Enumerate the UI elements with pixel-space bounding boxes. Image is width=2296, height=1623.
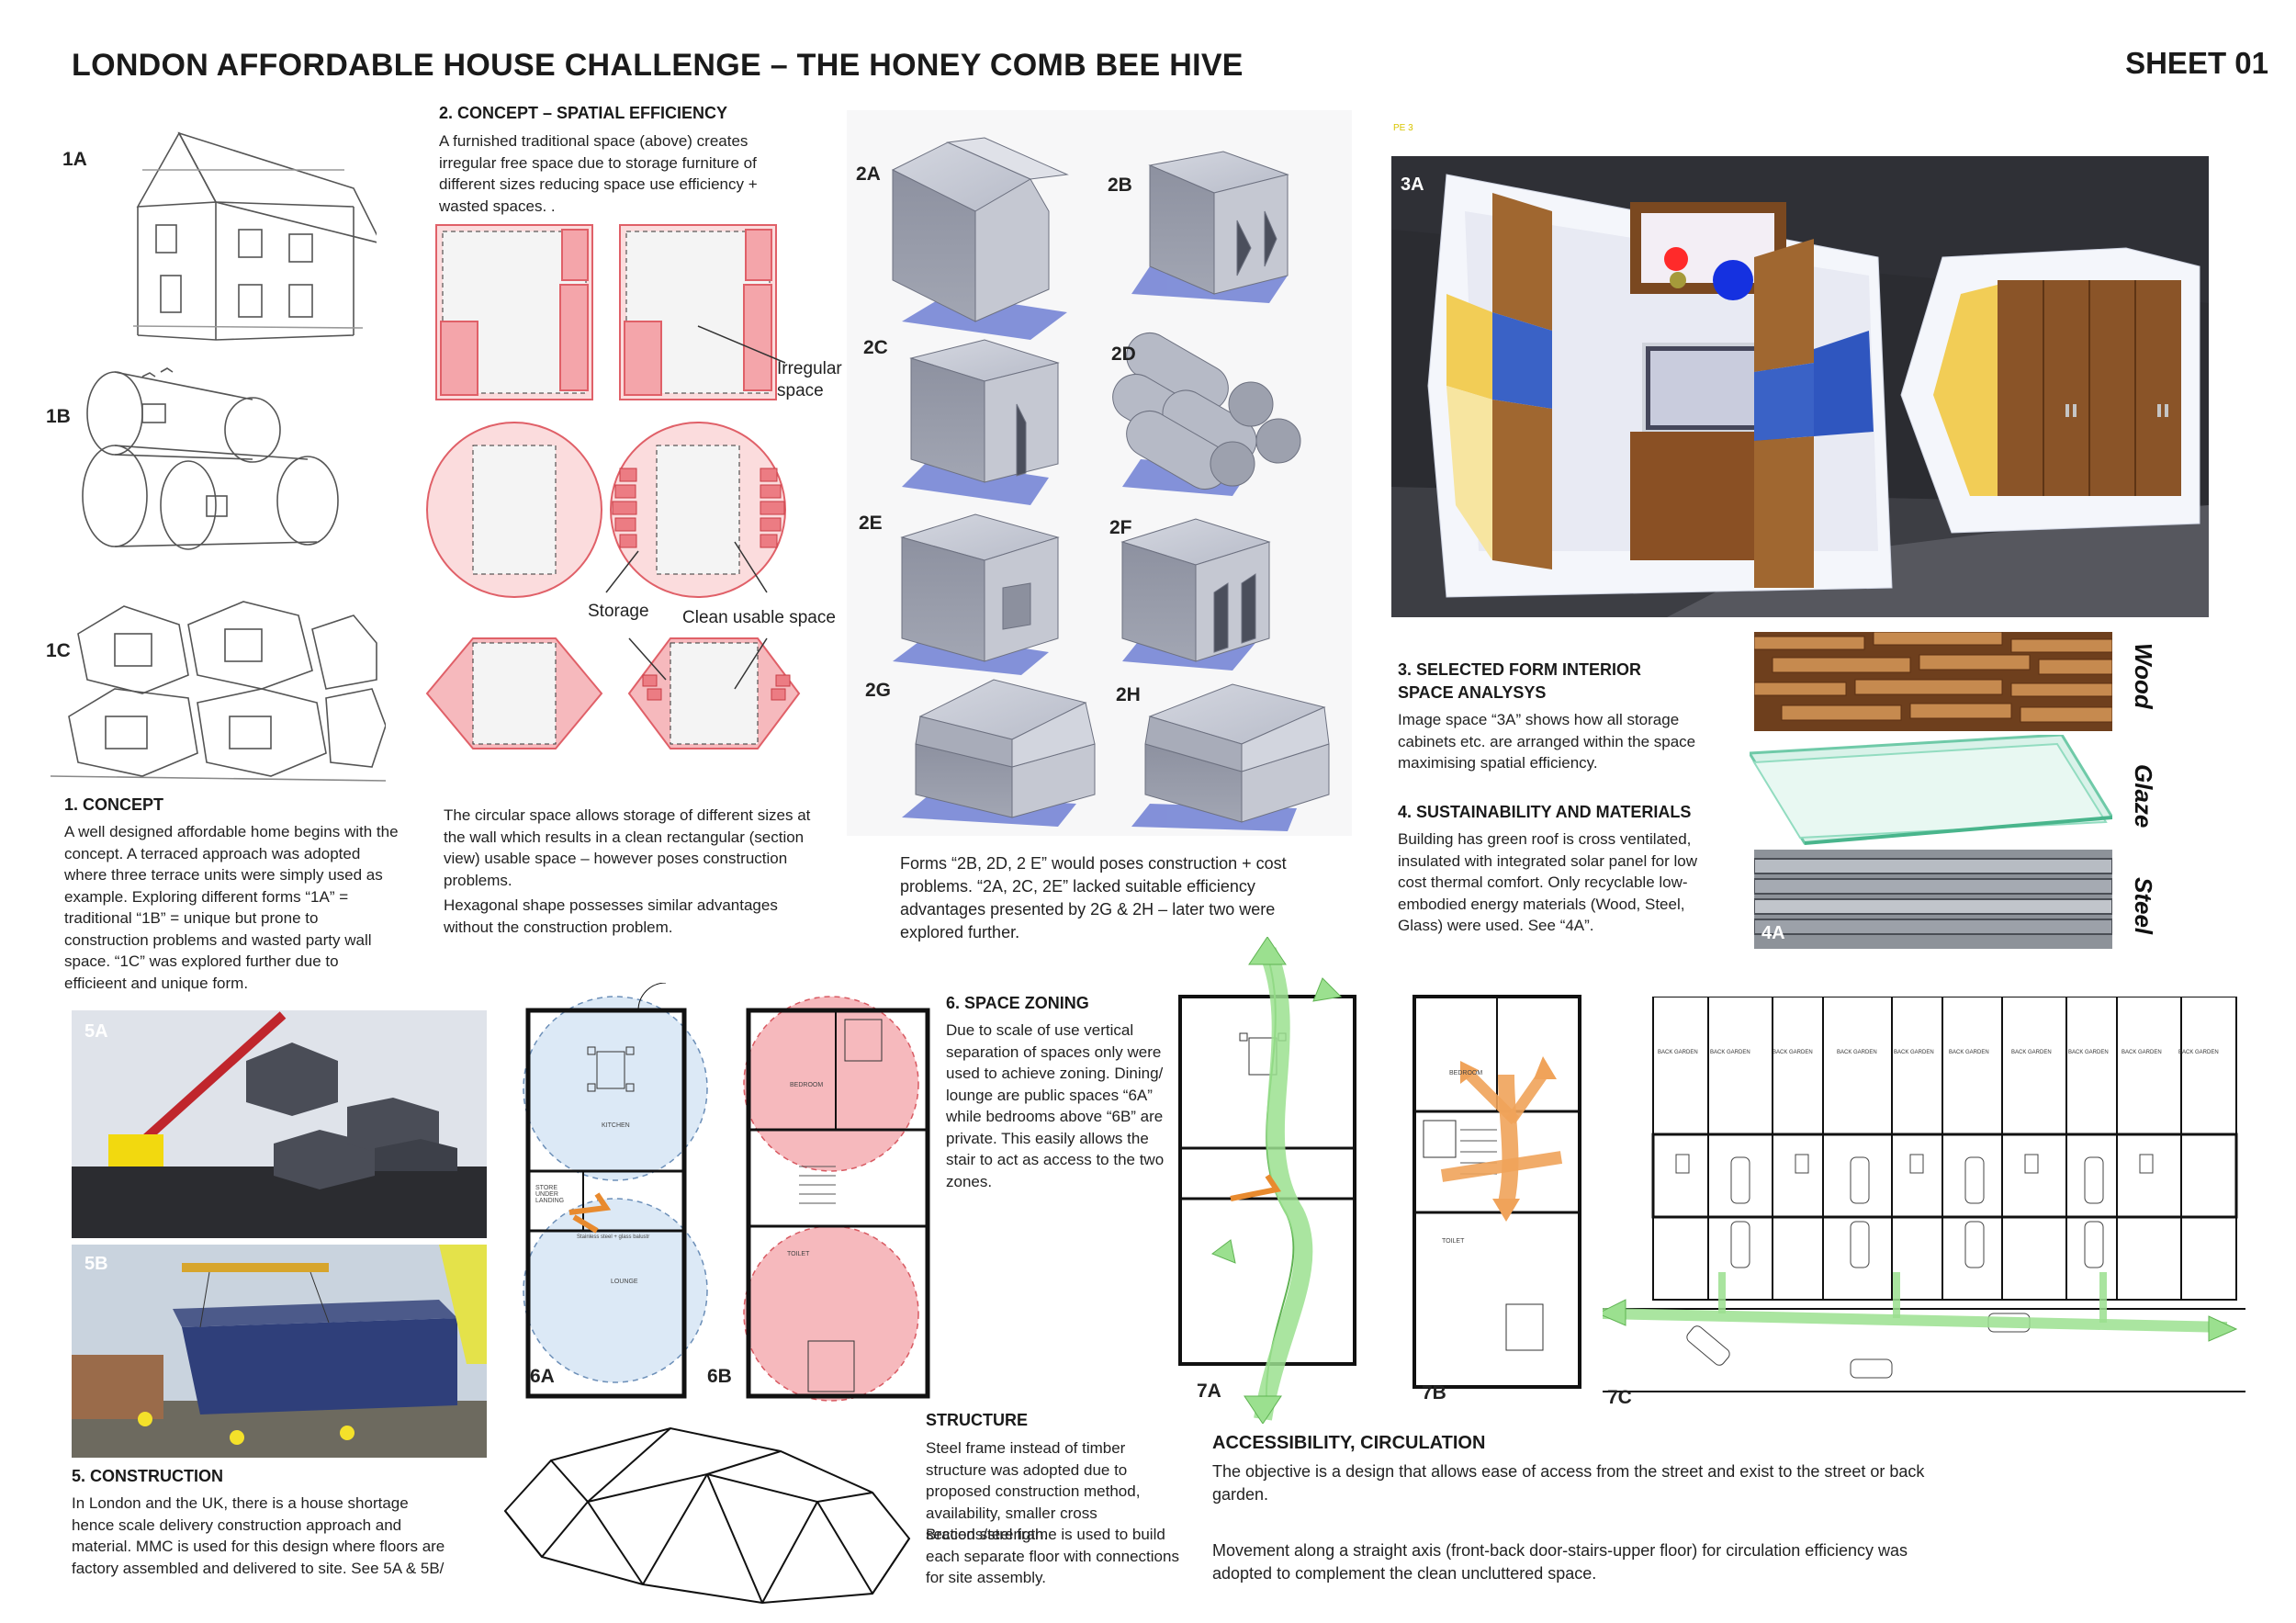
structure-body-2: Braced steel frame is used to build each… bbox=[926, 1526, 1179, 1586]
forms-panel bbox=[847, 110, 1352, 836]
plan-label-7c: 7C bbox=[1607, 1387, 1632, 1408]
interior-render-3a bbox=[1391, 156, 2209, 617]
material-glass-image bbox=[1750, 735, 2112, 845]
terrace-garden-label: BACK GARDEN bbox=[2122, 1050, 2162, 1055]
concept-heading: 1. CONCEPT bbox=[64, 795, 164, 814]
sheet-number: SHEET 01 bbox=[2125, 46, 2268, 80]
form-label-2g: 2G bbox=[865, 680, 892, 701]
terrace-garden-label: BACK GARDEN bbox=[2068, 1050, 2109, 1055]
plan-label-6a: 6A bbox=[530, 1366, 555, 1387]
sketch-label-1b: 1B bbox=[46, 406, 71, 427]
construction-photo-5b bbox=[72, 1245, 487, 1458]
sketch-1a bbox=[51, 115, 377, 344]
circulation-heading: ACCESSIBILITY, CIRCULATION bbox=[1212, 1433, 1486, 1453]
plan-7b-toilet-label: TOILET bbox=[1442, 1238, 1465, 1245]
terrace-garden-label: BACK GARDEN bbox=[1894, 1050, 1934, 1055]
material-name-steel: Steel bbox=[2130, 877, 2157, 935]
material-name-wood: Wood bbox=[2130, 643, 2157, 709]
circulation-body-1: The objective is a design that allows ea… bbox=[1212, 1462, 1925, 1504]
interior-mark: PE 3 bbox=[1393, 123, 1413, 133]
sketch-1c bbox=[51, 588, 386, 790]
interior-heading: 3. SELECTED FORM INTERIOR SPACE ANALYSYS bbox=[1398, 660, 1642, 702]
terrace-garden-label: BACK GARDEN bbox=[1837, 1050, 1877, 1055]
terrace-garden-label: BACK GARDEN bbox=[2011, 1050, 2052, 1055]
construction-body: In London and the UK, there is a house s… bbox=[72, 1494, 445, 1577]
plan-label-7b: 7B bbox=[1422, 1382, 1446, 1403]
sheet-title: LONDON AFFORDABLE HOUSE CHALLENGE – THE … bbox=[72, 48, 1244, 83]
plan-6a-lounge-label: LOUNGE bbox=[611, 1279, 638, 1285]
plan-6a-stair-note: Stainless steel + glass balustr bbox=[577, 1234, 650, 1240]
interior-body: Image space “3A” shows how all storage c… bbox=[1398, 711, 1696, 772]
form-label-2d: 2D bbox=[1111, 344, 1136, 365]
material-steel-image bbox=[1754, 850, 2112, 949]
structure-body-1: Steel frame instead of timber structure … bbox=[926, 1439, 1141, 1543]
label-storage: Storage bbox=[588, 602, 649, 621]
terrace-garden-label: BACK GARDEN bbox=[1773, 1050, 1813, 1055]
sketch-1b bbox=[51, 358, 377, 569]
plan-6a-store-label: STORE UNDER LANDING bbox=[535, 1185, 565, 1204]
structure-frame-drawing bbox=[487, 1410, 918, 1621]
construction-heading: 5. CONSTRUCTION bbox=[72, 1467, 224, 1485]
plan-label-6b: 6B bbox=[707, 1366, 732, 1387]
zoning-body: Due to scale of use vertical separation … bbox=[946, 1021, 1165, 1190]
circulation-body-2: Movement along a straight axis (front-ba… bbox=[1212, 1541, 1908, 1583]
plan-6b bbox=[735, 983, 941, 1405]
form-label-2a: 2A bbox=[856, 163, 881, 185]
plan-6b-toilet-label: TOILET bbox=[787, 1251, 810, 1257]
material-wood-image bbox=[1754, 632, 2112, 731]
structure-heading: STRUCTURE bbox=[926, 1411, 1028, 1429]
terrace-garden-label: BACK GARDEN bbox=[1658, 1050, 1698, 1055]
spatial-intro: A furnished traditional space (above) cr… bbox=[439, 132, 758, 215]
sustainability-body: Building has green roof is cross ventila… bbox=[1398, 830, 1698, 934]
spatial-body-hexagon: Hexagonal shape possesses similar advant… bbox=[444, 896, 778, 936]
terrace-garden-label: BACK GARDEN bbox=[1949, 1050, 1989, 1055]
material-name-glaze: Glaze bbox=[2130, 764, 2157, 828]
form-label-2b: 2B bbox=[1108, 175, 1132, 196]
sketch-label-1c: 1C bbox=[46, 640, 71, 661]
label-irregular-space: Irregular space bbox=[777, 359, 842, 400]
form-label-2f: 2F bbox=[1109, 517, 1132, 538]
sketch-label-1a: 1A bbox=[62, 149, 87, 170]
forms-caption: Forms “2B, 2D, 2 E” would poses construc… bbox=[900, 854, 1287, 941]
plan-7a bbox=[1176, 937, 1359, 1424]
construction-label-5b: 5B bbox=[84, 1254, 108, 1274]
concept-body: A well designed affordable home begins w… bbox=[64, 823, 399, 992]
terrace-garden-label: BACK GARDEN bbox=[1710, 1050, 1750, 1055]
construction-photo-5a bbox=[72, 1010, 487, 1238]
plan-6a-kitchen-label: KITCHEN bbox=[602, 1122, 630, 1129]
form-label-2c: 2C bbox=[863, 337, 888, 358]
plan-7b bbox=[1405, 992, 1589, 1396]
spatial-diagrams bbox=[422, 220, 845, 795]
materials-label-4a: 4A bbox=[1761, 923, 1785, 943]
spatial-heading: 2. CONCEPT – SPATIAL EFFICIENCY bbox=[439, 104, 728, 122]
form-label-2h: 2H bbox=[1116, 684, 1141, 705]
interior-label-3a: 3A bbox=[1401, 175, 1424, 195]
terrace-garden-label: BACK GARDEN bbox=[2178, 1050, 2219, 1055]
spatial-body-circle: The circular space allows storage of dif… bbox=[444, 806, 811, 889]
plan-7c-terrace bbox=[1603, 997, 2245, 1405]
plan-7b-bedroom-label: BEDROOM bbox=[1449, 1070, 1483, 1076]
plan-label-7a: 7A bbox=[1197, 1381, 1221, 1402]
form-label-2e: 2E bbox=[859, 513, 883, 534]
plan-6b-bedroom-label: BEDROOM bbox=[790, 1082, 824, 1088]
zoning-heading: 6. SPACE ZONING bbox=[946, 994, 1089, 1012]
label-clean-usable-space: Clean usable space bbox=[682, 608, 836, 627]
plan-6a bbox=[510, 983, 716, 1405]
construction-label-5a: 5A bbox=[84, 1021, 108, 1042]
sustainability-heading: 4. SUSTAINABILITY AND MATERIALS bbox=[1398, 803, 1692, 821]
